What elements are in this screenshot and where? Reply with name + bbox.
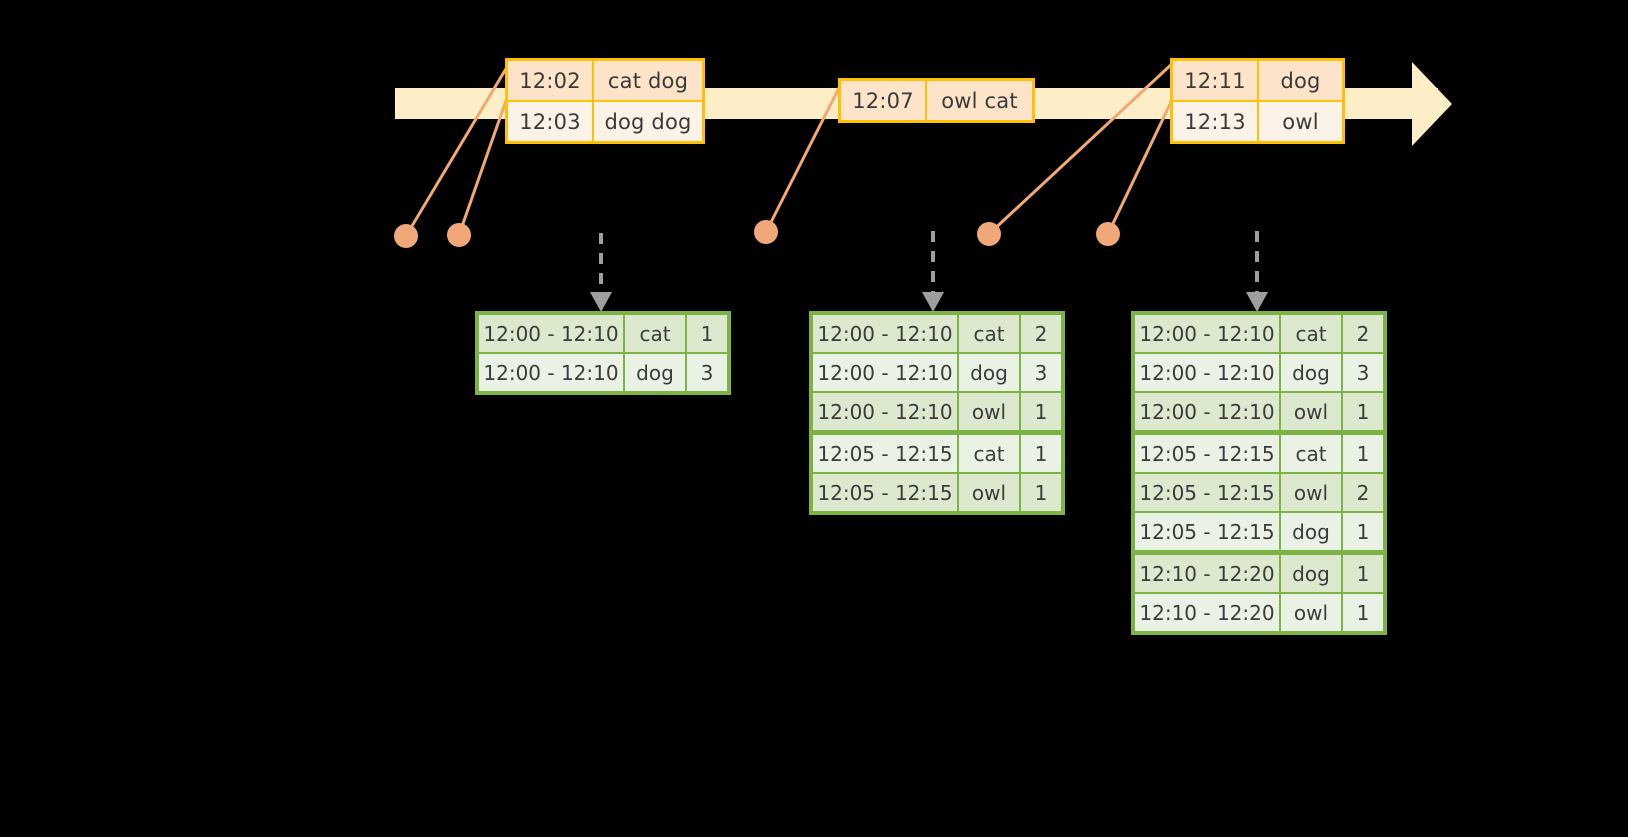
word-cell: owl	[959, 474, 1019, 511]
word-cell: owl	[1281, 594, 1341, 631]
event-time: 12:03	[508, 102, 592, 141]
count-cell: 1	[1343, 435, 1383, 472]
count-cell: 1	[687, 315, 727, 352]
event-time: 12:11	[1173, 61, 1257, 100]
count-cell: 1	[1343, 555, 1383, 592]
event-words: dog	[1259, 61, 1342, 100]
event-words: dog dog	[594, 102, 702, 141]
window-cell: 12:00 - 12:10	[1135, 354, 1279, 391]
down-arrow-3	[1246, 231, 1268, 312]
window-cell: 12:05 - 12:15	[1135, 513, 1279, 550]
down-arrow-2	[922, 231, 944, 312]
event-row: 12:13 owl	[1173, 102, 1342, 141]
event-dot-2	[447, 223, 471, 247]
down-arrow-1	[590, 233, 612, 312]
window-cell: 12:10 - 12:20	[1135, 555, 1279, 592]
word-cell: owl	[1281, 393, 1341, 430]
event-dot-3	[754, 220, 778, 244]
window-cell: 12:05 - 12:15	[813, 435, 957, 472]
event-words: owl	[1259, 102, 1342, 141]
window-cell: 12:00 - 12:10	[1135, 315, 1279, 352]
window-cell: 12:00 - 12:10	[479, 354, 623, 391]
word-cell: cat	[625, 315, 685, 352]
event-row: 12:03 dog dog	[508, 102, 702, 141]
count-cell: 3	[1021, 354, 1061, 391]
word-cell: dog	[1281, 354, 1341, 391]
window-cell: 12:00 - 12:10	[479, 315, 623, 352]
count-cell: 1	[1343, 393, 1383, 430]
count-cell: 2	[1343, 315, 1383, 352]
word-cell: dog	[625, 354, 685, 391]
window-cell: 12:05 - 12:15	[813, 474, 957, 511]
word-cell: dog	[959, 354, 1019, 391]
window-cell: 12:00 - 12:10	[1135, 393, 1279, 430]
word-cell: cat	[959, 435, 1019, 472]
event-words: owl cat	[927, 81, 1032, 120]
count-cell: 3	[1343, 354, 1383, 391]
window-cell: 12:05 - 12:15	[1135, 435, 1279, 472]
event-time: 12:07	[841, 81, 925, 120]
count-cell: 1	[1343, 594, 1383, 631]
event-row: 12:02 cat dog	[508, 61, 702, 100]
count-cell: 3	[687, 354, 727, 391]
event-time: 12:02	[508, 61, 592, 100]
word-cell: dog	[1281, 513, 1341, 550]
event-box-2: 12:07 owl cat	[838, 78, 1035, 123]
count-cell: 2	[1021, 315, 1061, 352]
window-cell: 12:00 - 12:10	[813, 393, 957, 430]
event-time: 12:13	[1173, 102, 1257, 141]
event-row: 12:11 dog	[1173, 61, 1342, 100]
connector-line-5	[1106, 99, 1174, 235]
word-cell: cat	[1281, 435, 1341, 472]
word-cell: owl	[959, 393, 1019, 430]
word-cell: cat	[959, 315, 1019, 352]
window-cell: 12:00 - 12:10	[813, 354, 957, 391]
event-dot-4	[977, 222, 1001, 246]
event-box-1: 12:02 cat dog 12:03 dog dog	[505, 58, 705, 144]
count-cell: 2	[1343, 474, 1383, 511]
window-cell: 12:00 - 12:10	[813, 315, 957, 352]
word-cell: dog	[1281, 555, 1341, 592]
event-words: cat dog	[594, 61, 702, 100]
window-cell: 12:05 - 12:15	[1135, 474, 1279, 511]
count-cell: 1	[1021, 474, 1061, 511]
event-dot-5	[1096, 222, 1120, 246]
count-cell: 1	[1021, 435, 1061, 472]
count-cell: 1	[1021, 393, 1061, 430]
event-box-3: 12:11 dog 12:13 owl	[1170, 58, 1345, 144]
word-cell: owl	[1281, 474, 1341, 511]
word-cell: cat	[1281, 315, 1341, 352]
window-cell: 12:10 - 12:20	[1135, 594, 1279, 631]
timeline-arrow-head	[1412, 62, 1452, 146]
count-cell: 1	[1343, 513, 1383, 550]
event-dot-1	[394, 224, 418, 248]
event-row: 12:07 owl cat	[841, 81, 1032, 120]
